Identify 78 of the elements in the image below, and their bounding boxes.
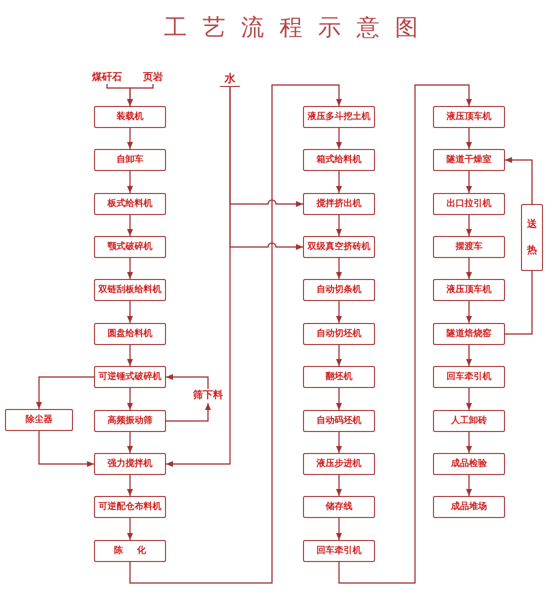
- arrow: [338, 84, 472, 584]
- arrow: [127, 301, 133, 323]
- connector-line: [505, 271, 533, 335]
- arrow: [166, 374, 209, 389]
- process-box: 装载机: [94, 106, 166, 128]
- arrow: [466, 301, 472, 323]
- process-box: 可逆配仓布料机: [94, 496, 166, 518]
- input-label: 煤矸石: [91, 71, 123, 84]
- arrow: [336, 475, 342, 496]
- process-box: 强力搅拌机: [94, 453, 166, 475]
- arrow: [127, 475, 133, 496]
- arrow: [466, 258, 472, 279]
- arrow: [127, 388, 133, 410]
- process-box: 隧道干燥室: [433, 149, 505, 171]
- arrow: [336, 258, 342, 279]
- arrow: [336, 345, 342, 366]
- process-box: 隧道焙烧窑: [433, 323, 505, 345]
- arrow: [466, 475, 472, 496]
- process-box: 双链刮板给料机: [94, 279, 166, 301]
- process-box: 可逆锤式破碎机: [94, 366, 166, 388]
- arrow: [129, 84, 342, 584]
- arrow: [505, 157, 533, 204]
- arrow: [127, 84, 154, 106]
- process-box: 液压顶车机: [433, 106, 505, 128]
- arrow: [466, 171, 472, 193]
- process-box: 自动码坯机: [303, 410, 375, 432]
- arrow: [336, 215, 342, 236]
- process-box: 自动切坯机: [303, 323, 375, 345]
- arrow: [38, 431, 94, 467]
- process-box: 箱式给料机: [303, 149, 375, 171]
- process-box: 储存线: [303, 496, 375, 518]
- arrow: [336, 171, 342, 193]
- process-box: 回车牵引机: [303, 540, 375, 562]
- arrow: [127, 432, 133, 453]
- process-box: 成品检验: [433, 453, 505, 475]
- arrow: [36, 376, 94, 409]
- arrow: [127, 518, 133, 540]
- process-box: 送热: [521, 204, 543, 271]
- arrow: [336, 518, 342, 540]
- arrow: [127, 128, 133, 149]
- arrow: [336, 432, 342, 453]
- arrow: [336, 388, 342, 410]
- arrow: [336, 128, 342, 149]
- process-box: 除尘器: [5, 409, 73, 431]
- process-box: 出口拉引机: [433, 193, 505, 215]
- process-box: 成品堆场: [433, 496, 505, 518]
- process-box: 高频振动筛: [94, 410, 166, 432]
- title: 工艺流程示意图: [164, 15, 420, 43]
- arrow: [336, 301, 342, 323]
- arrow: [466, 388, 472, 410]
- input-label: 水: [220, 70, 240, 87]
- arrow: [127, 215, 133, 236]
- arrow: [127, 258, 133, 279]
- process-box: 自动切条机: [303, 279, 375, 301]
- arrow: [466, 128, 472, 149]
- process-box: 人工卸砖: [433, 410, 505, 432]
- process-box: 陈化: [94, 540, 166, 562]
- arrow: [466, 215, 472, 236]
- arrow: [166, 87, 231, 467]
- process-box: 液压顶车机: [433, 279, 505, 301]
- process-box: 双级真空挤砖机: [303, 236, 375, 258]
- process-box: 翻坯机: [303, 366, 375, 388]
- process-box: 颚式破碎机: [94, 236, 166, 258]
- process-box: 液压步进机: [303, 453, 375, 475]
- process-box: 板式给料机: [94, 193, 166, 215]
- process-box: 自卸车: [94, 149, 166, 171]
- arrow: [166, 403, 211, 422]
- process-box: 搅拌挤出机: [303, 193, 375, 215]
- process-box: 摆渡车: [433, 236, 505, 258]
- input-label: 页岩: [141, 71, 165, 84]
- arrow: [466, 432, 472, 453]
- process-box: 回车牵引机: [433, 366, 505, 388]
- arrow: [466, 345, 472, 366]
- process-box: 液压多斗挖土机: [303, 106, 375, 128]
- flow-label: 筛下料: [194, 389, 222, 403]
- process-box: 圆盘给料机: [94, 323, 166, 345]
- arrow: [127, 171, 133, 193]
- arrow: [127, 345, 133, 366]
